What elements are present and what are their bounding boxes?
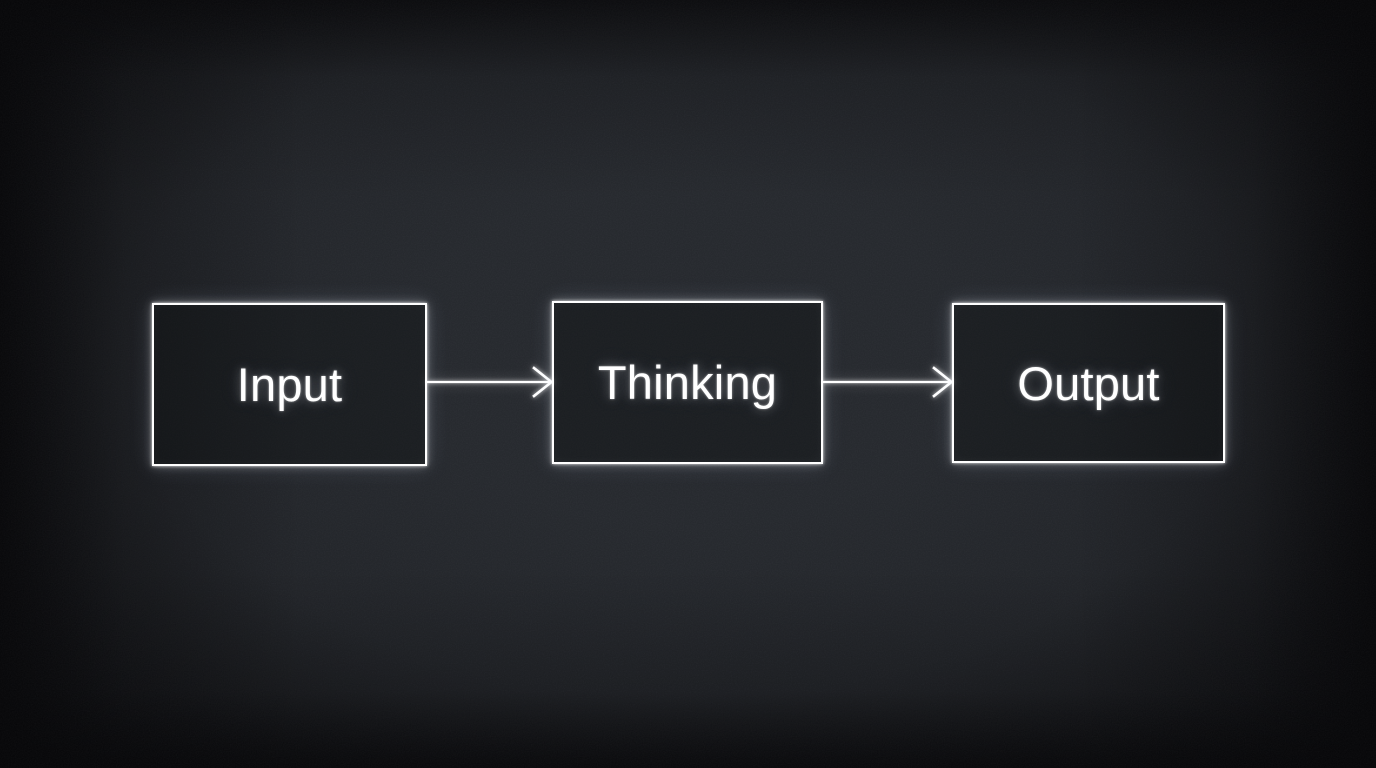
edge-thinking-to-output (823, 358, 954, 408)
node-thinking[interactable]: Thinking (552, 301, 823, 464)
node-thinking-label: Thinking (597, 356, 778, 409)
node-output-label: Output (1017, 356, 1160, 410)
node-output[interactable]: Output (952, 303, 1225, 463)
node-input[interactable]: Input (152, 303, 427, 466)
edge-input-to-thinking (427, 358, 554, 408)
node-input-label: Input (236, 358, 343, 411)
